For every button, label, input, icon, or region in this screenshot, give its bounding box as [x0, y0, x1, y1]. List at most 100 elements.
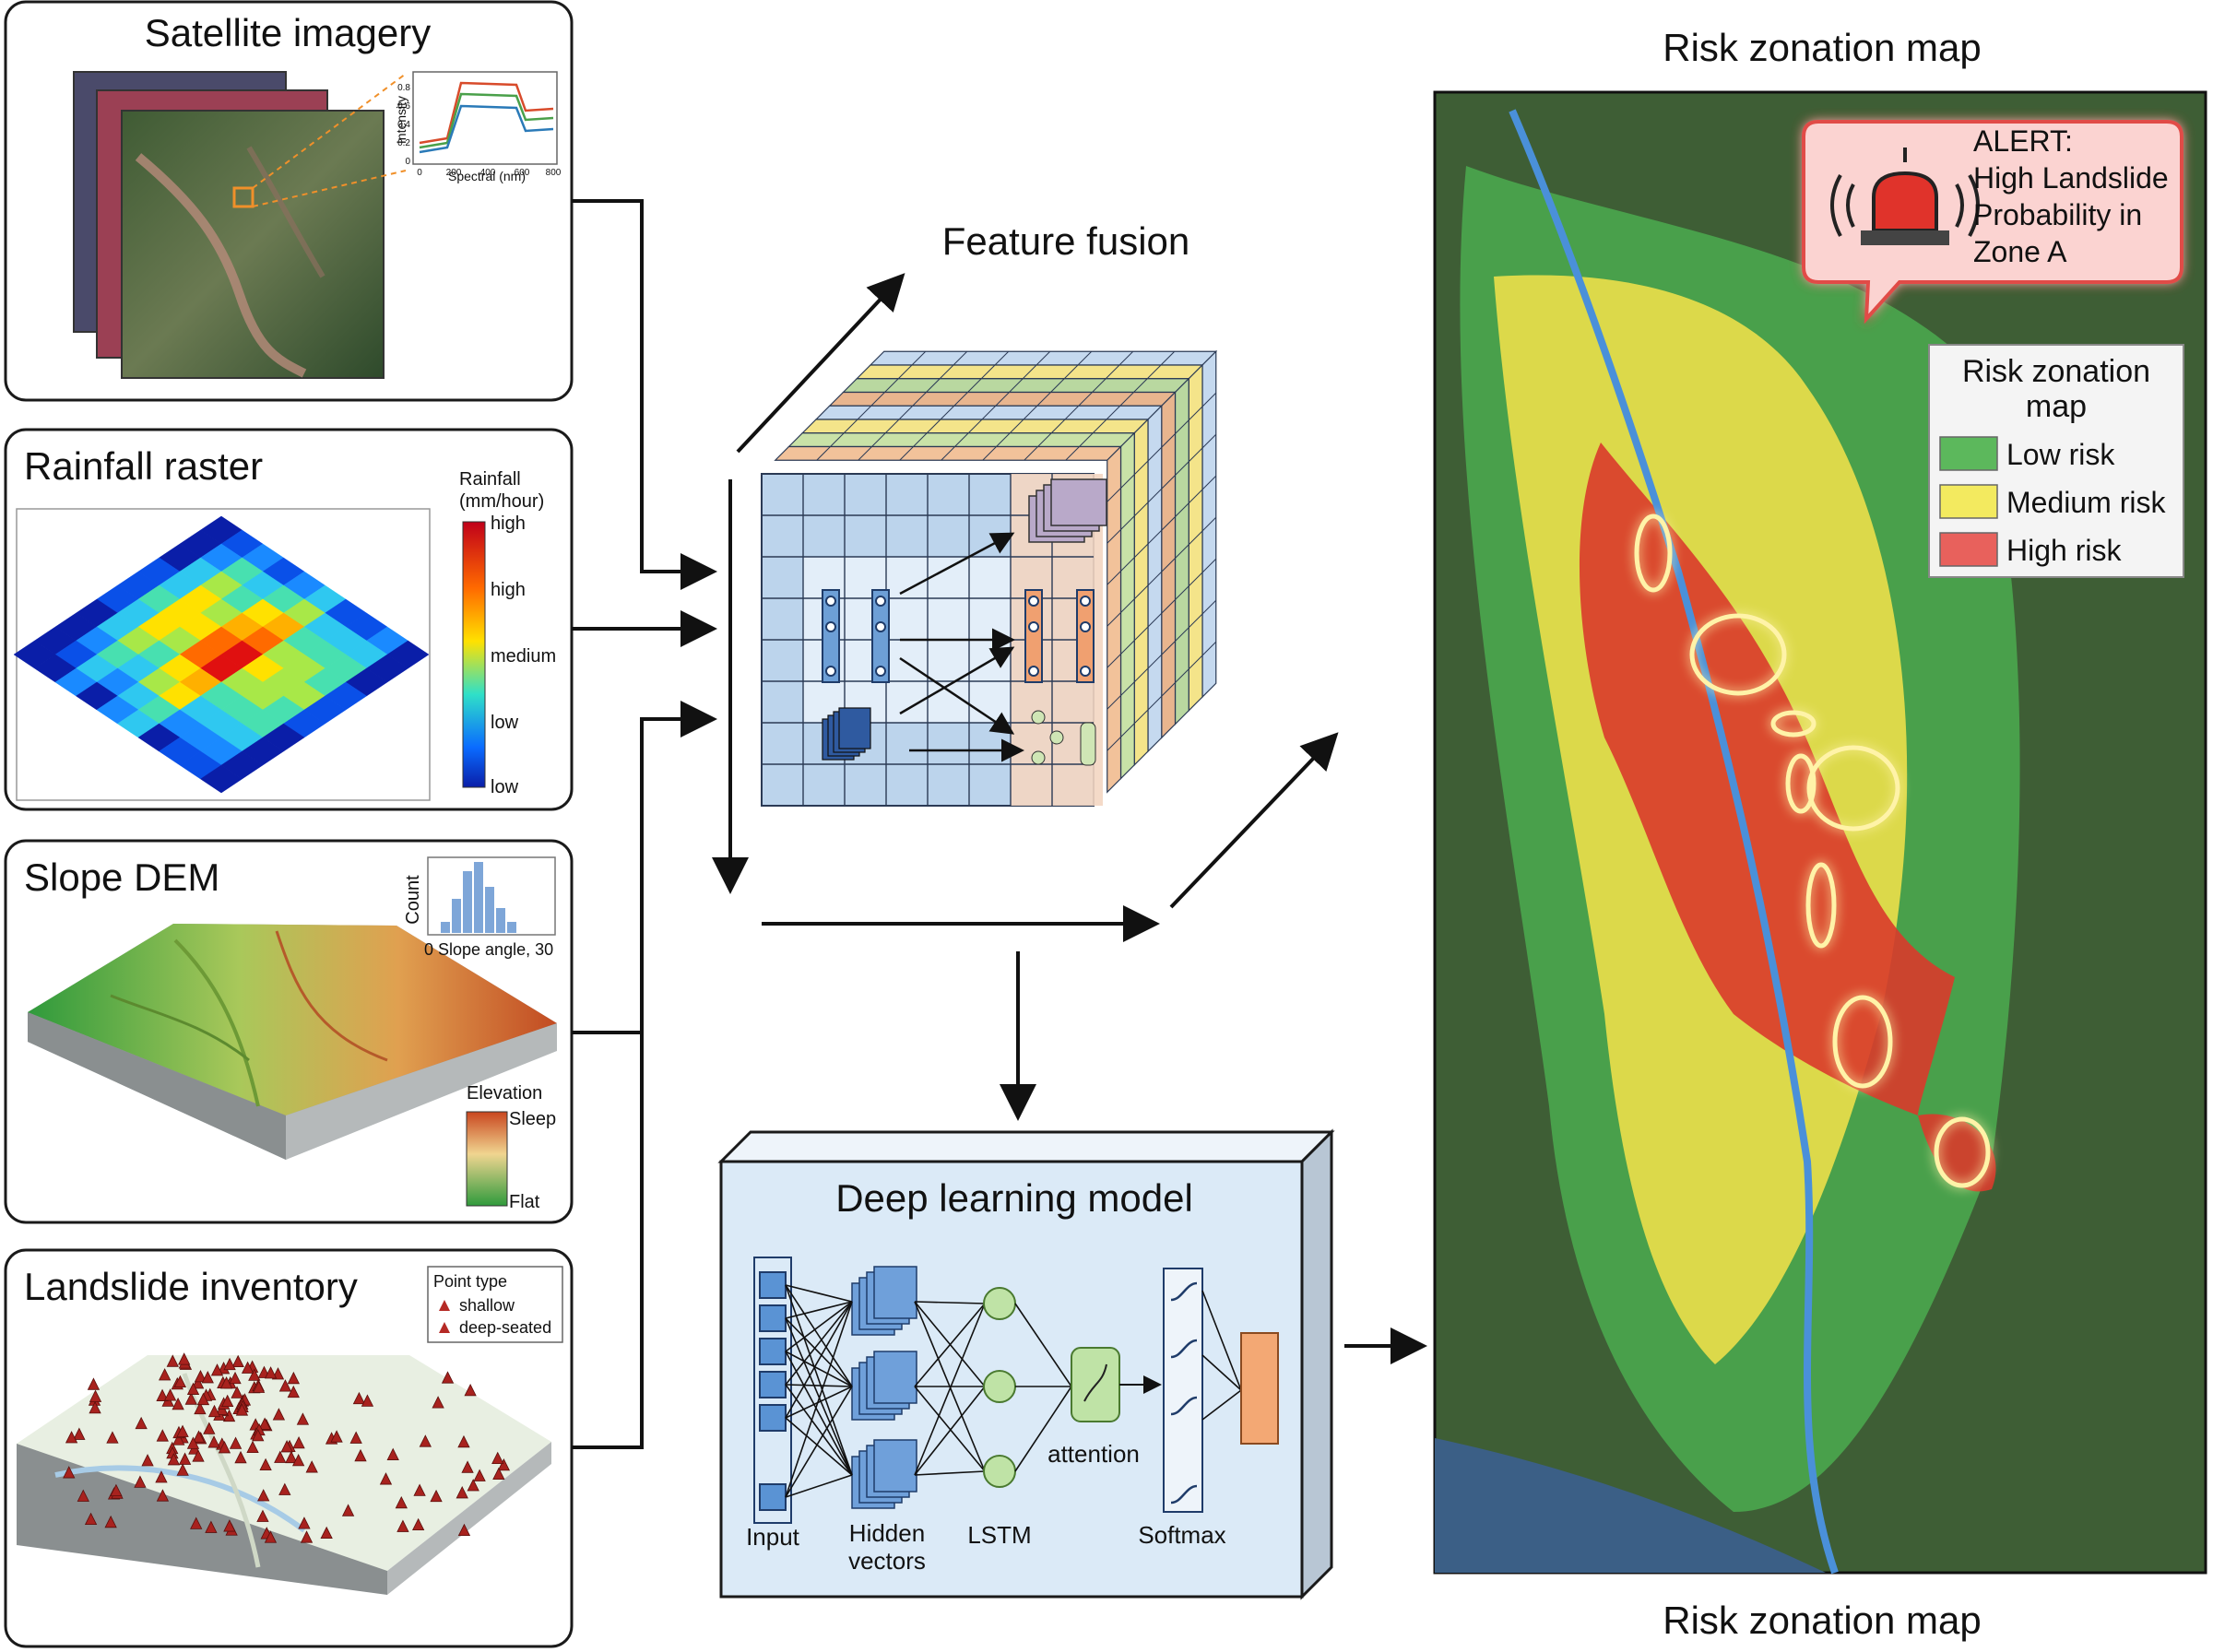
elevation-legend-bottom: Flat	[509, 1192, 540, 1212]
landslide-point	[272, 1408, 286, 1421]
landslide-point	[241, 1361, 254, 1374]
map-title-top: Risk zonation map	[1663, 26, 1982, 69]
landslide-point	[223, 1357, 236, 1371]
inventory-legend-item: shallow	[459, 1296, 515, 1315]
landslide-point	[278, 1379, 292, 1392]
landslide-point	[330, 1430, 343, 1443]
softmax-layer	[1163, 1268, 1203, 1513]
landslide-point	[234, 1450, 247, 1464]
landslide-point	[166, 1354, 179, 1367]
landslide-point	[201, 1371, 214, 1384]
landslide-point	[207, 1435, 220, 1448]
landslide-point	[320, 1526, 333, 1540]
landslide-point	[395, 1495, 408, 1509]
alert-box	[1802, 120, 2183, 324]
medium-risk-swatch	[1939, 484, 1998, 519]
landslide-point	[141, 1454, 154, 1467]
alert-line: High Landslide	[1973, 161, 2169, 195]
landslide-point	[457, 1434, 470, 1448]
spectrum-y-label: Intensity	[394, 96, 408, 144]
satellite-panel: Satellite imagery Spectral (nm) Intensit…	[4, 0, 574, 402]
landslide-point	[354, 1448, 367, 1462]
slope-histogram: Count 0 Slope angle, 30	[403, 856, 556, 959]
model-network	[753, 1257, 1279, 1524]
landslide-inventory-panel: Landslide inventory Point type shallow d…	[4, 1248, 574, 1648]
landslide-point	[497, 1457, 511, 1471]
spectrum-x-tick: 600	[515, 168, 530, 178]
attention-layer-label: attention	[1047, 1440, 1140, 1468]
spectrum-x-tick: 200	[446, 168, 462, 178]
landslide-point	[457, 1523, 471, 1537]
spectrum-y-tick: 0	[405, 157, 410, 167]
landslide-point	[296, 1412, 310, 1425]
high-risk-swatch	[1939, 532, 1998, 567]
satellite-image-stack	[73, 71, 407, 379]
landslide-point	[167, 1453, 181, 1466]
input-layer-label: Input	[746, 1523, 800, 1551]
spectrum-y-tick: 0.8	[397, 83, 410, 93]
rainfall-legend-label: low	[491, 777, 519, 797]
inventory-legend	[427, 1266, 563, 1343]
input-node	[759, 1338, 787, 1365]
landslide-point	[87, 1377, 101, 1390]
landslide-point	[441, 1371, 455, 1384]
inventory-title: Landslide inventory	[24, 1265, 358, 1308]
shallow-triangle-icon	[439, 1300, 450, 1311]
landslide-point	[396, 1519, 409, 1532]
risk-legend-title-2: map	[2026, 389, 2087, 424]
landslide-point	[219, 1376, 233, 1389]
landslide-point	[172, 1433, 185, 1446]
output-node	[1240, 1332, 1279, 1445]
landslide-point	[106, 1431, 119, 1444]
landslide-point	[135, 1416, 148, 1430]
rainfall-colorbar	[462, 521, 486, 788]
landslide-point	[156, 1489, 170, 1502]
landslide-point	[192, 1449, 205, 1462]
landslide-point	[258, 1417, 271, 1430]
landslide-point	[155, 1470, 168, 1483]
feature-fusion-cube: Feature fusion	[712, 219, 1339, 1121]
landslide-point	[163, 1388, 177, 1401]
spectrum-x-tick: 0	[417, 168, 422, 178]
landslide-point	[419, 1434, 432, 1447]
fusion-title: Feature fusion	[942, 219, 1190, 263]
landslide-point	[229, 1436, 243, 1449]
siren-icon	[1830, 148, 1980, 245]
landslide-point	[300, 1530, 314, 1543]
slope-title: Slope DEM	[24, 856, 219, 899]
input-node	[759, 1483, 787, 1511]
river	[1509, 109, 1839, 1575]
landslide-point	[473, 1469, 486, 1481]
landslide-point	[221, 1394, 234, 1408]
landslide-point	[231, 1386, 243, 1398]
inventory-legend-title: Point type	[433, 1272, 507, 1291]
landslide-point	[456, 1486, 468, 1499]
spectrum-x-tick: 400	[480, 168, 496, 178]
landslide-point	[361, 1394, 374, 1407]
hidden-layer-label: Hidden	[849, 1519, 925, 1547]
deep-learning-model-panel: Deep learning model Input Hidden vectors…	[717, 1128, 1335, 1600]
landslide-point	[210, 1363, 224, 1376]
risk-zonation-map: Risk zonation map ALERT: High	[1433, 26, 2207, 1642]
lstm-layer-label: LSTM	[967, 1521, 1031, 1549]
landslide-point	[186, 1436, 200, 1449]
risk-legend-item: High risk	[2006, 534, 2122, 567]
landslide-point	[305, 1460, 318, 1473]
landslide-point	[203, 1422, 216, 1434]
landslide-point	[252, 1380, 266, 1393]
landslide-point	[77, 1489, 89, 1502]
hist-x-label: 0 Slope angle, 30	[424, 940, 553, 959]
spectrum-y-tick: 0.6	[397, 101, 410, 112]
elevation-legend-title: Elevation	[467, 1083, 542, 1103]
rainfall-legend-title: Rainfall	[459, 469, 521, 490]
landslide-point	[231, 1354, 244, 1368]
risk-legend-item: Low risk	[2006, 438, 2115, 471]
landslide-point	[235, 1403, 249, 1416]
lstm-node	[983, 1287, 1016, 1320]
deep-seated-triangle-icon	[439, 1322, 450, 1333]
landslide-point	[379, 1472, 393, 1485]
landslide-point	[134, 1475, 147, 1488]
rainfall-legend-label: medium	[491, 646, 556, 667]
spectrum-plot: Spectral (nm) Intensity 0 200 400 600 80…	[394, 71, 562, 183]
hidden-layer-label-2: vectors	[848, 1547, 926, 1575]
